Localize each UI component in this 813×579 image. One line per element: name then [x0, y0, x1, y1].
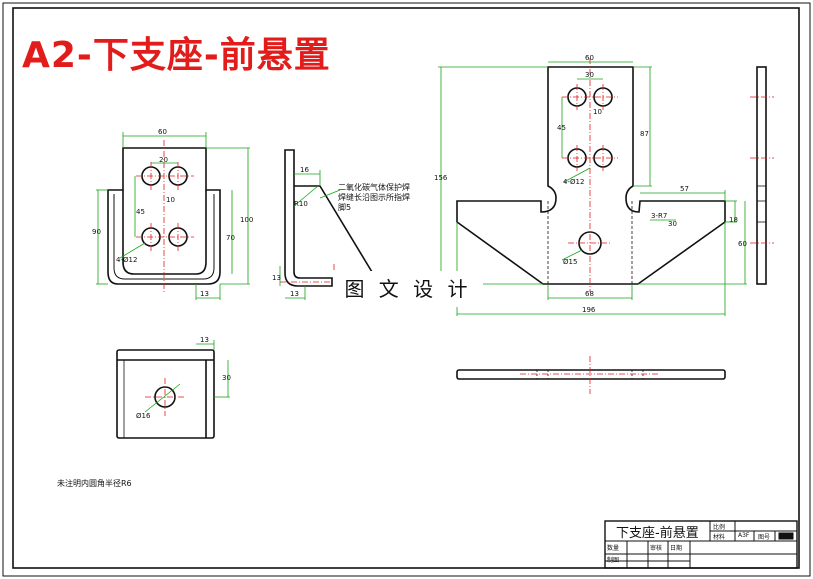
dim-main-top-w: 60	[585, 54, 594, 62]
dim-side-radius: R10	[294, 200, 308, 208]
dim-front-right-h: 100	[240, 216, 253, 224]
dim-main-mid-w: 68	[585, 290, 594, 298]
bottom-view-dim-texts: 13 30 Ø16	[136, 336, 231, 420]
dim-main-arm: 57	[680, 185, 689, 193]
right-side-centerlines	[750, 96, 774, 244]
side-view-dimensions	[279, 170, 341, 300]
bottom-view	[116, 349, 215, 439]
dim-main-total: 196	[582, 306, 596, 314]
drawing-title: A2-下支座-前悬置	[22, 35, 331, 76]
dim-main-center-hole: Ø15	[563, 258, 577, 266]
dim-main-notch: 3-R7	[651, 212, 667, 220]
dim-bottom-right: 30	[222, 374, 231, 382]
bottom-view-centerlines	[145, 378, 185, 416]
watermark-text: 图 文 设 计	[333, 271, 483, 307]
flat-bar-centerlines	[520, 356, 660, 394]
title-block-material: 材料	[713, 534, 726, 541]
title-block-name: 下支座-前悬置	[616, 526, 699, 541]
title-block	[604, 520, 798, 569]
title-block-drawing-no: 图号	[758, 534, 771, 541]
dim-main-small-a: 45	[557, 124, 566, 132]
dim-front-inner-h: 70	[226, 234, 235, 242]
dim-main-left-h: 156	[434, 174, 448, 182]
main-view-centerlines	[562, 58, 618, 292]
flat-bar-view	[456, 369, 726, 380]
dim-front-small: 10	[166, 196, 175, 204]
main-view	[456, 66, 726, 285]
dim-front-left-h: 90	[92, 228, 101, 236]
main-view-dimensions	[438, 61, 747, 316]
dim-main-dep: 30	[668, 220, 677, 228]
dim-side-top: 16	[300, 166, 309, 174]
title-block-scale: 比例	[713, 524, 726, 531]
main-view-dim-texts: 60 30 156 87 45 10 4-Ø12 57 18 3-R7 30 6…	[434, 54, 747, 314]
dim-front-width: 60	[158, 128, 167, 136]
dim-main-right-60: 60	[738, 240, 747, 248]
dim-front-bottom: 13	[200, 290, 209, 298]
weld-note: 二氧化碳气体保护焊 焊缝长沿图示所指焊 脚5	[338, 183, 410, 213]
weld-note-line-3: 脚5	[338, 203, 352, 212]
title-block-date: 日期	[670, 545, 683, 552]
dim-side-bottom-w: 13	[290, 290, 299, 298]
front-view-centerlines	[136, 140, 194, 292]
title-block-quantity: 数量	[607, 545, 620, 552]
bottom-view-dimensions	[144, 340, 230, 413]
dim-bottom-top: 13	[200, 336, 209, 344]
fillet-note: 未注明内圆角半径R6	[57, 479, 132, 488]
title-block-checker: 审核	[650, 545, 663, 552]
title-block-drafter: 制图	[607, 557, 620, 564]
dim-side-bottom-h: 13	[272, 274, 281, 282]
dim-main-small-b: 10	[593, 108, 602, 116]
title-block-material-value: A3F	[738, 532, 750, 539]
dim-main-right-h: 87	[640, 130, 649, 138]
side-view	[284, 149, 373, 287]
dim-main-hole-spacing: 30	[585, 71, 594, 79]
dim-main-holes: 4-Ø12	[563, 178, 584, 186]
inner-frame	[12, 7, 800, 569]
dim-front-side-h: 45	[136, 208, 145, 216]
front-view-dimensions	[96, 132, 250, 300]
dim-bottom-hole: Ø16	[136, 412, 151, 420]
dim-front-holes: 4-Ø12	[116, 256, 137, 264]
side-view-dim-texts: 16 R10 13 13	[272, 166, 309, 298]
dim-front-hole-spacing: 20	[159, 156, 168, 164]
front-view-dim-texts: 60 20 45 10 90 100 70 4-Ø12 13	[92, 128, 253, 298]
right-side-view	[756, 66, 767, 285]
dim-main-arm-h: 18	[729, 216, 738, 224]
weld-note-line-2: 焊缝长沿图示所指焊	[338, 193, 410, 202]
weld-note-line-1: 二氧化碳气体保护焊	[338, 183, 410, 192]
